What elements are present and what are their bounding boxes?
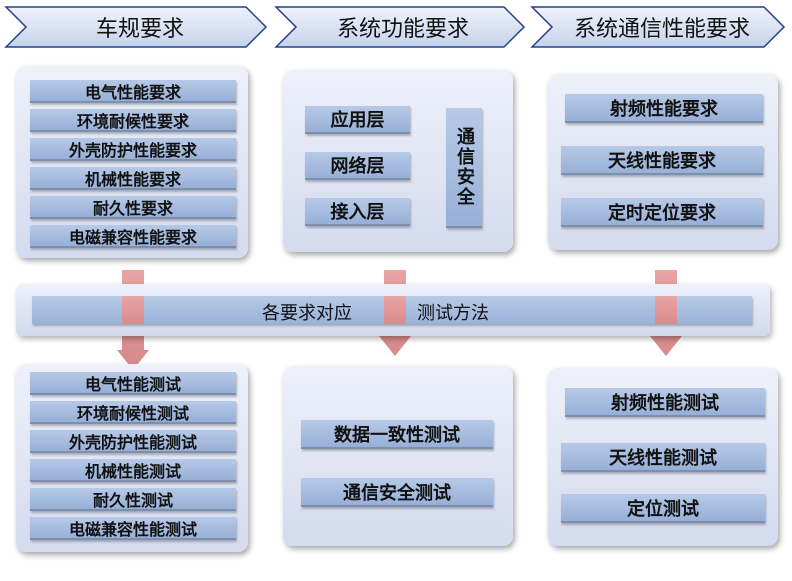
test-enclosure: 外壳防护性能测试: [30, 430, 236, 453]
req-antenna-performance: 天线性能要求: [561, 146, 763, 175]
band-label-left: 各要求对应: [262, 303, 352, 324]
req-rf-performance: 射频性能要求: [565, 94, 763, 123]
test-mechanical: 机械性能测试: [30, 459, 236, 482]
layer-application: 应用层: [305, 106, 410, 134]
header-vehicle-requirements: 车规要求: [95, 17, 184, 42]
header-chevron-1: [4, 6, 268, 48]
req-durability: 耐久性要求: [30, 196, 236, 219]
test-positioning: 定位测试: [561, 494, 765, 523]
test-environment: 环境耐候性测试: [30, 401, 236, 424]
test-electrical: 电气性能测试: [30, 372, 236, 395]
req-timing-positioning: 定时定位要求: [561, 198, 763, 227]
test-data-consistency: 数据一致性测试: [301, 420, 493, 449]
arrow-middle-overlay: [384, 296, 406, 324]
layer-access: 接入层: [305, 198, 410, 226]
test-durability: 耐久性测试: [30, 488, 236, 511]
header-chevron-3: [530, 6, 786, 48]
header-chevrons: [4, 6, 786, 48]
req-electrical: 电气性能要求: [30, 80, 236, 103]
test-rf-performance: 射频性能测试: [565, 388, 765, 417]
req-environment: 环境耐候性要求: [30, 109, 236, 132]
arrow-right-overlay: [655, 296, 677, 324]
layer-network: 网络层: [305, 152, 410, 180]
communication-security-vertical: 通信安全: [446, 108, 482, 228]
test-antenna-performance: 天线性能测试: [561, 443, 765, 472]
header-system-function: 系统功能要求: [336, 17, 469, 42]
header-chevron-2: [274, 6, 526, 48]
req-enclosure: 外壳防护性能要求: [30, 138, 236, 161]
req-emc: 电磁兼容性能要求: [30, 225, 236, 248]
band-label-right: 测试方法: [417, 303, 489, 324]
test-communication-security: 通信安全测试: [301, 478, 493, 507]
header-communication-performance: 系统通信性能要求: [573, 17, 750, 42]
panel-function-tests: [283, 366, 513, 546]
req-mechanical: 机械性能要求: [30, 167, 236, 190]
test-emc: 电磁兼容性能测试: [30, 517, 236, 540]
arrow-left-overlay: [122, 296, 144, 324]
